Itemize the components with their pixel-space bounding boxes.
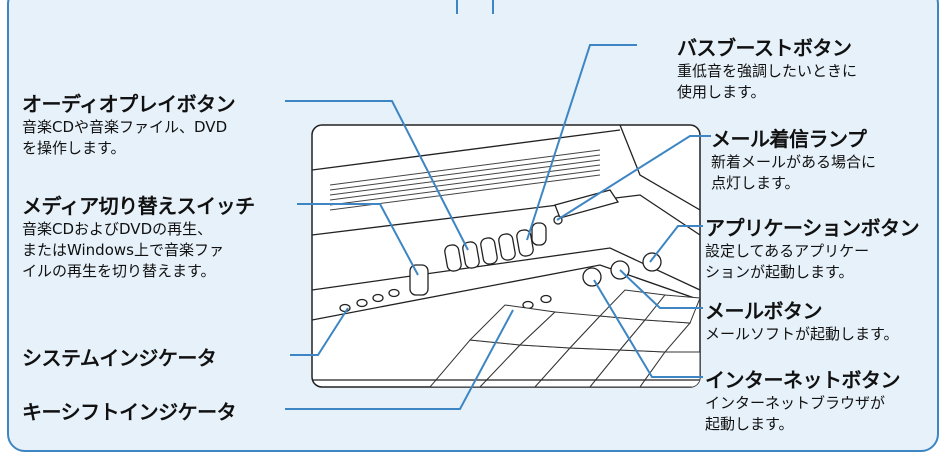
audio-play-buttons: [444, 229, 534, 272]
media-switch-label: メディア切り替えスイッチ 音楽CDおよびDVDの再生、 またはWindows上で…: [22, 190, 255, 282]
bass-boost-button: [531, 222, 547, 246]
media-switch-knob: [409, 264, 429, 296]
audio-play-title: オーディオプレイボタン: [22, 92, 236, 116]
audio-play-label: オーディオプレイボタン 音楽CDや音楽ファイル、DVD を操作します。: [22, 88, 236, 159]
media-switch-desc-line3: イルの再生を切り替えます。: [22, 262, 216, 280]
mail-button-title: メールボタン: [705, 299, 822, 323]
internet-button-title: インターネットボタン: [705, 368, 901, 392]
bass-boost-desc-line2: 使用します。: [677, 83, 766, 101]
internet-button-desc-line1: インターネットブラウザが: [705, 394, 886, 412]
media-switch-title: メディア切り替えスイッチ: [22, 194, 255, 218]
app-button-desc-line1: 設定してあるアプリケー: [705, 242, 870, 260]
mail-lamp-label: メール着信ランプ 新着メールがある場合に 点灯します。: [711, 123, 876, 194]
media-switch-desc-line1: 音楽CDおよびDVDの再生、: [22, 220, 213, 238]
mail-lamp-desc-line1: 新着メールがある場合に: [711, 153, 877, 171]
system-indicator-label: システムインジケータ: [22, 342, 217, 371]
keyshift-indicator-label: キーシフトインジケータ: [22, 396, 237, 425]
system-indicator-title: システムインジケータ: [22, 346, 217, 370]
mail-lamp-desc-line2: 点灯します。: [711, 174, 800, 192]
app-button-label: アプリケーションボタン 設定してあるアプリケー ションが起動します。: [705, 212, 920, 283]
audio-play-desc-line2: を操作します。: [22, 139, 126, 157]
app-button-desc-line2: ションが起動します。: [705, 263, 854, 281]
app-round-button: [642, 252, 662, 272]
leader-lines: [285, 44, 711, 410]
mail-lamp-title: メール着信ランプ: [711, 127, 867, 151]
media-switch-desc-line2: またはWindows上で音楽ファ: [22, 241, 224, 259]
bass-boost-label: バスブーストボタン 重低音を強調したいときに 使用します。: [677, 32, 857, 103]
mail-button-desc-line1: メールソフトが起動します。: [705, 325, 899, 343]
bass-boost-title: バスブーストボタン: [677, 36, 852, 60]
bass-boost-desc-line1: 重低音を強調したいときに: [677, 62, 858, 80]
internet-button-label: インターネットボタン インターネットブラウザが 起動します。: [705, 364, 901, 435]
keyshift-indicator-title: キーシフトインジケータ: [22, 400, 237, 424]
internet-round-button: [582, 267, 602, 287]
internet-button-desc-line2: 起動します。: [705, 415, 794, 433]
app-button-title: アプリケーションボタン: [705, 216, 920, 240]
mail-button-label: メールボタン メールソフトが起動します。: [705, 295, 899, 345]
audio-play-desc-line1: 音楽CDや音楽ファイル、DVD: [22, 118, 228, 136]
